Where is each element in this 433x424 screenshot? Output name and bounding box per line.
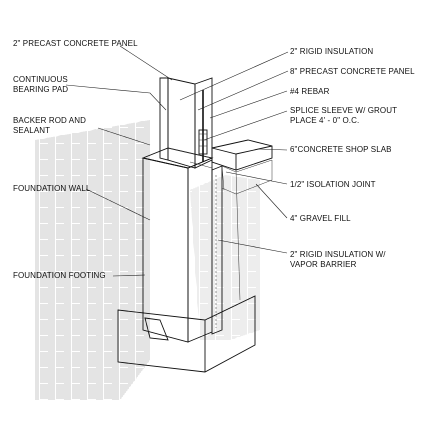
label-bearing-pad-line2: BEARING PAD xyxy=(13,85,68,94)
label-backer-rod-line2: SEALANT xyxy=(13,126,50,135)
label-foundation-wall: FOUNDATION WALL xyxy=(13,184,91,193)
callout-labels: 2" PRECAST CONCRETE PANEL CONTINUOUS BEA… xyxy=(13,39,415,280)
label-backer-rod-line1: BACKER ROD AND xyxy=(13,116,86,125)
label-bearing-pad-line1: CONTINUOUS xyxy=(13,75,68,84)
label-precast-panel-8in: 8" PRECAST CONCRETE PANEL xyxy=(290,67,415,76)
label-vapor-barrier-line1: 2" RIGID INSULATION W/ xyxy=(290,250,386,259)
label-shop-slab: 6"CONCRETE SHOP SLAB xyxy=(290,145,392,154)
label-foundation-footing: FOUNDATION FOOTING xyxy=(13,271,106,280)
shop-slab xyxy=(211,139,273,171)
precast-panel-2in xyxy=(159,77,169,161)
label-rebar: #4 REBAR xyxy=(290,87,330,96)
leader-lines xyxy=(65,45,289,277)
label-gravel-fill: 4" GRAVEL FILL xyxy=(290,214,351,223)
insulation-vapor-barrier xyxy=(211,165,223,335)
label-splice-sleeve-line1: SPLICE SLEEVE W/ GROUT xyxy=(290,106,397,115)
label-vapor-barrier-line2: VAPOR BARRIER xyxy=(290,260,357,269)
label-isolation-joint: 1/2" ISOLATION JOINT xyxy=(290,180,376,189)
label-rigid-insulation: 2" RIGID INSULATION xyxy=(290,47,373,56)
precast-panel-8in xyxy=(167,77,213,169)
label-precast-panel-2in: 2" PRECAST CONCRETE PANEL xyxy=(13,39,138,48)
gravel-fill xyxy=(221,159,273,301)
soil-hatch xyxy=(35,120,260,400)
label-splice-sleeve-line2: PLACE 4' - 0" O.C. xyxy=(290,116,359,125)
